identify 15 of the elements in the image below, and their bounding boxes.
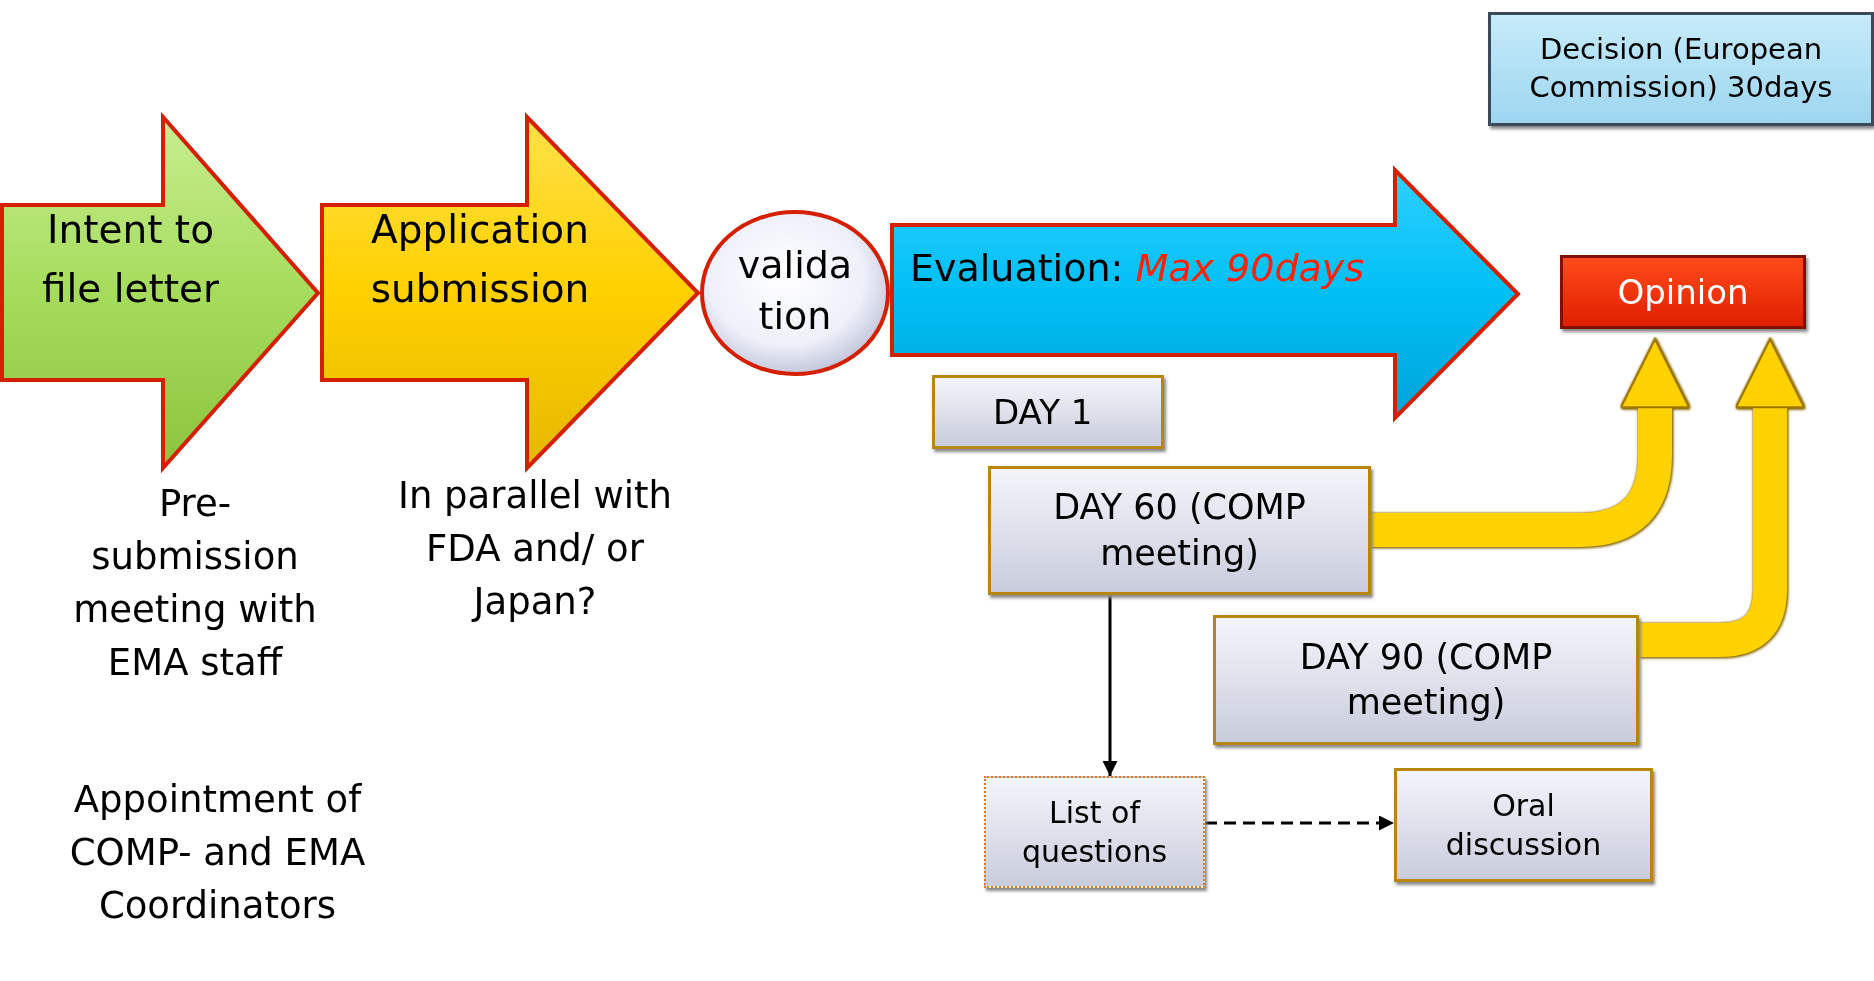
decision-box: Decision (European Commission) 30days xyxy=(1488,12,1874,126)
validation-ellipse: valida tion xyxy=(700,210,890,376)
opinion-box: Opinion xyxy=(1560,255,1806,329)
day-box: DAY 90 (COMP meeting) xyxy=(1213,615,1639,745)
note-text: Appointment of COMP- and EMA Coordinators xyxy=(68,777,367,929)
list-box: List of questions xyxy=(984,776,1205,888)
discussion-box: Oral discussion xyxy=(1394,768,1653,882)
day-box: DAY 60 (COMP meeting) xyxy=(988,466,1371,595)
day-box: DAY 1 xyxy=(932,375,1164,449)
dashed-arrow xyxy=(1205,815,1394,831)
note-text: Pre-submission meeting with EMA staff xyxy=(72,481,318,686)
process-step-shape: Application submission xyxy=(320,115,702,471)
curved-arrow xyxy=(1371,338,1690,547)
arrow xyxy=(1102,595,1118,776)
note-text: In parallel with FDA and/ or Japan? xyxy=(397,473,673,625)
